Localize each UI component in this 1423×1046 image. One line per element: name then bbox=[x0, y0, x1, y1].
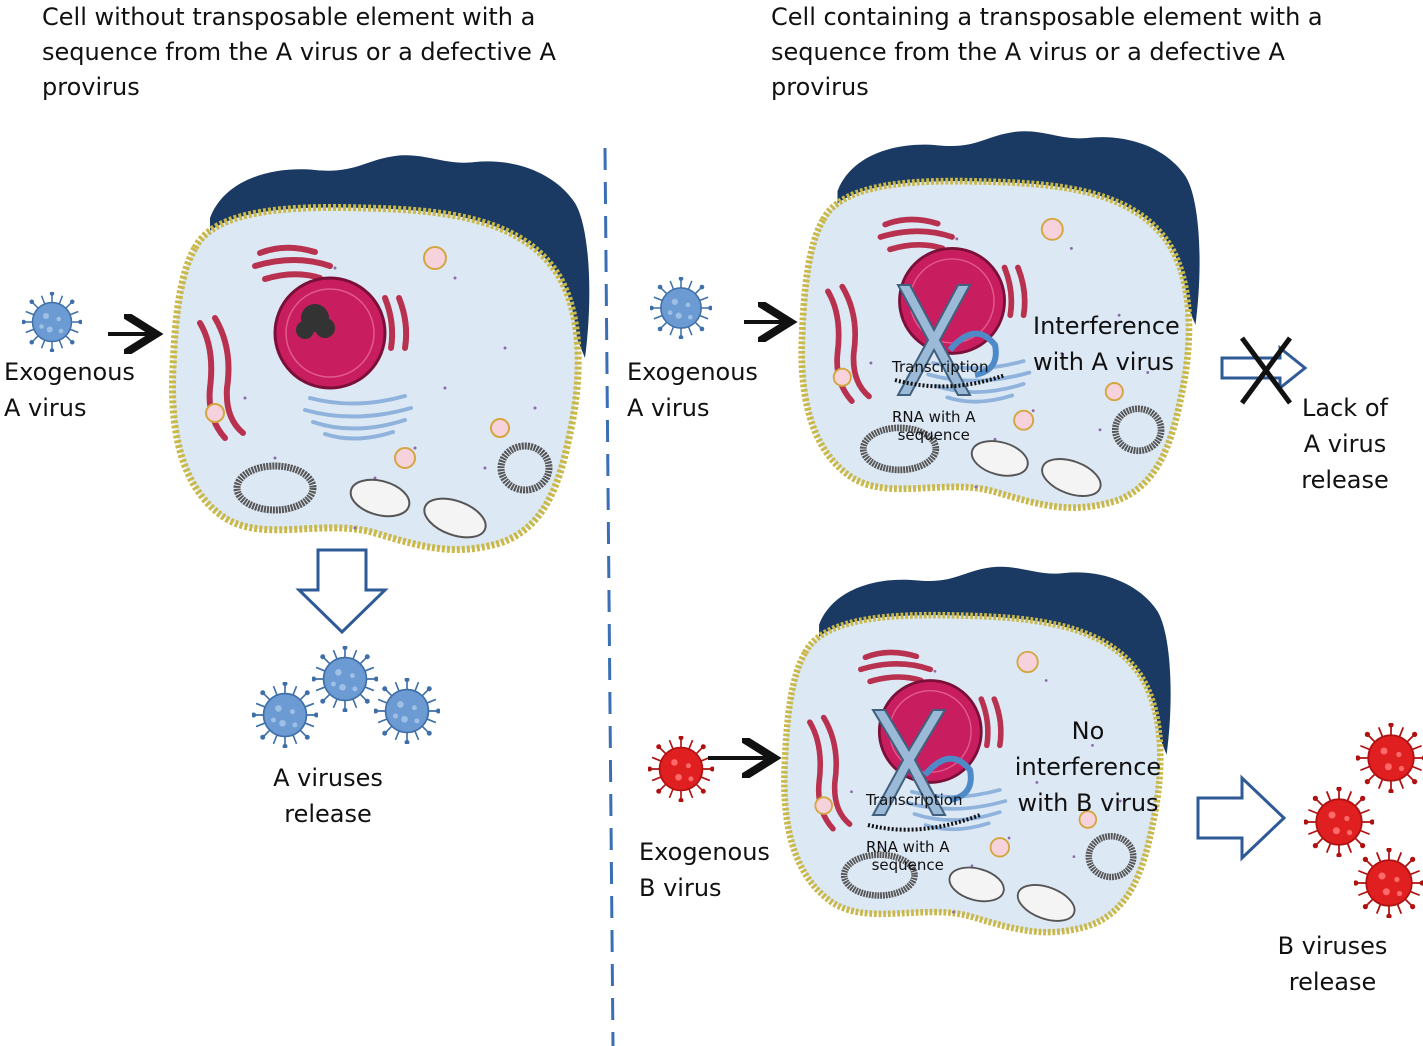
right-top-outcome-line-1: Lack of bbox=[1302, 394, 1388, 422]
left-release-line-1: A viruses bbox=[273, 764, 383, 792]
left-release-line-2: release bbox=[284, 800, 372, 828]
right-top-outcome-line-3: release bbox=[1301, 466, 1389, 494]
top-transposon-loop bbox=[947, 330, 999, 378]
left-release-arrow bbox=[295, 548, 389, 635]
top-chromosome bbox=[896, 284, 972, 396]
left-incoming-line-2: A virus bbox=[4, 394, 87, 422]
left-exogenous-a-virus bbox=[22, 292, 82, 352]
bottom-transposon-loop bbox=[922, 755, 974, 803]
right-title-line-2: sequence from the A virus or a defective… bbox=[771, 38, 1285, 66]
right-top-effect-line-1: Interference bbox=[1033, 312, 1180, 340]
right-top-rna-label: RNA with A sequence bbox=[892, 408, 976, 444]
left-cell bbox=[173, 155, 590, 549]
right-bottom-incoming-line-1: Exogenous bbox=[639, 838, 770, 866]
right-title-line-3: provirus bbox=[771, 73, 869, 101]
bottom-rna-strand bbox=[867, 813, 981, 832]
b-release-arrow bbox=[1196, 774, 1287, 862]
released-b-virus-1 bbox=[1356, 723, 1423, 793]
right-top-incoming-line-2: A virus bbox=[627, 394, 710, 422]
blocked-cross-icon bbox=[1239, 336, 1293, 405]
right-bottom-rna-label: RNA with A sequence bbox=[866, 838, 950, 874]
left-panel-title: Cell without transposable element with a… bbox=[42, 0, 556, 105]
right-bottom-effect-line-1: No bbox=[1071, 717, 1105, 745]
released-b-virus-2 bbox=[1304, 787, 1374, 857]
panel-divider bbox=[603, 147, 615, 1046]
right-top-rna-line-1: RNA with A bbox=[892, 408, 976, 426]
released-b-virus-3 bbox=[1354, 848, 1423, 918]
right-bottom-incoming-label: Exogenous B virus bbox=[639, 834, 770, 906]
right-title-line-1: Cell containing a transposable element w… bbox=[771, 3, 1323, 31]
released-a-virus-1 bbox=[312, 646, 378, 712]
right-bottom-release-label: B viruses release bbox=[1270, 928, 1395, 1000]
right-top-exogenous-a-virus bbox=[650, 277, 712, 339]
right-bottom-transcription-label: Transcription bbox=[866, 791, 963, 809]
released-a-virus-3 bbox=[374, 678, 440, 744]
left-title-line-2: sequence from the A virus or a defective… bbox=[42, 38, 556, 66]
right-top-incoming-label: Exogenous A virus bbox=[627, 354, 758, 426]
left-chromatin bbox=[296, 304, 335, 339]
right-bottom-release-line-1: B viruses bbox=[1277, 932, 1388, 960]
left-incoming-line-1: Exogenous bbox=[4, 358, 135, 386]
right-bottom-release-line-2: release bbox=[1288, 968, 1377, 996]
bottom-chromosome bbox=[871, 709, 947, 816]
right-top-outcome-line-2: A virus bbox=[1303, 430, 1387, 458]
right-bottom-effect-label: No interference with B virus bbox=[1005, 713, 1171, 821]
left-title-line-1: Cell without transposable element with a bbox=[42, 3, 536, 31]
right-top-rna-line-2: sequence bbox=[897, 426, 970, 444]
right-top-effect-label: Interference with A virus bbox=[1033, 308, 1180, 380]
right-bottom-incoming-line-2: B virus bbox=[639, 874, 722, 902]
right-top-outcome-label: Lack of A virus release bbox=[1280, 390, 1410, 498]
left-incoming-label: Exogenous A virus bbox=[4, 354, 135, 426]
left-release-label: A viruses release bbox=[258, 760, 398, 832]
right-bottom-effect-line-3: with B virus bbox=[1017, 789, 1159, 817]
right-bottom-effect-line-2: interference bbox=[1014, 753, 1162, 781]
left-title-line-3: provirus bbox=[42, 73, 140, 101]
right-top-effect-line-2: with A virus bbox=[1033, 348, 1175, 376]
right-bottom-rna-line-2: sequence bbox=[871, 856, 944, 874]
right-top-incoming-line-1: Exogenous bbox=[627, 358, 758, 386]
right-bottom-exogenous-b-virus bbox=[648, 736, 714, 802]
right-top-transcription-label: Transcription bbox=[892, 358, 989, 376]
right-bottom-rna-line-1: RNA with A bbox=[866, 838, 950, 856]
released-a-virus-2 bbox=[252, 682, 318, 748]
right-panel-title: Cell containing a transposable element w… bbox=[771, 0, 1323, 105]
